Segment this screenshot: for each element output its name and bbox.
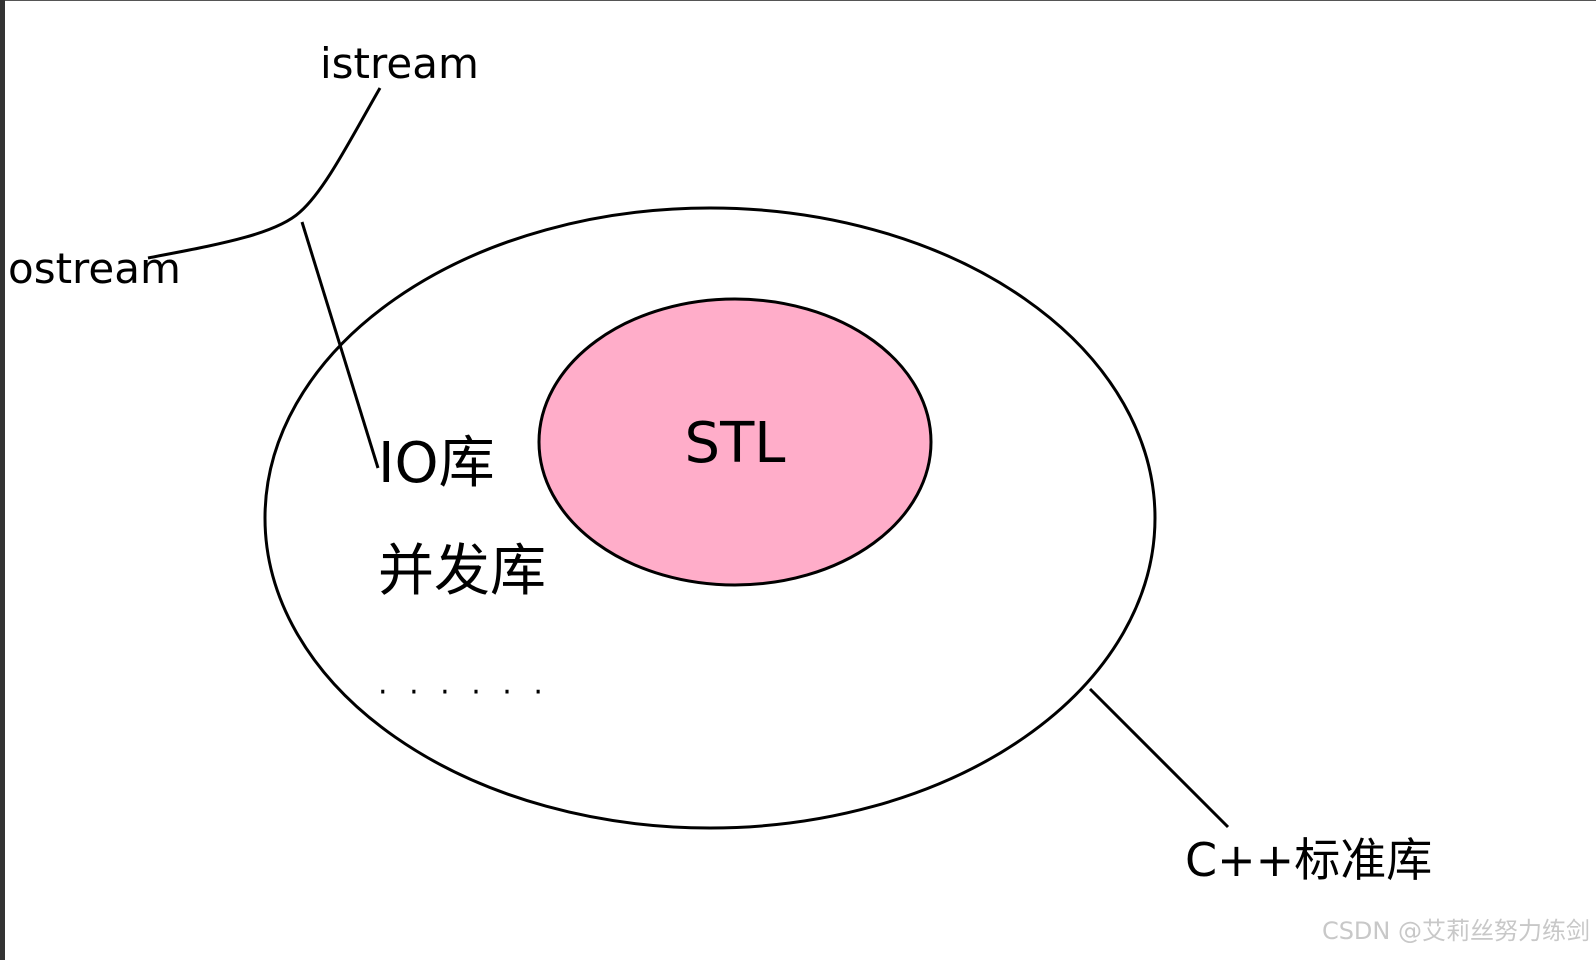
- window-top-border: [0, 0, 1596, 1]
- cpp-standard-library-label: C++标准库: [1185, 833, 1432, 887]
- concurrency-library-label: 并发库: [378, 539, 546, 604]
- window-left-border: [0, 0, 5, 960]
- istream-ostream-branch-line: [147, 87, 382, 260]
- io-library-pointer-line: [300, 221, 380, 469]
- istream-label: istream: [320, 39, 479, 88]
- ellipsis-label: · · · · · ·: [378, 675, 549, 710]
- cpp-standard-library-ellipse: [263, 206, 1157, 830]
- cpp-standard-library-pointer-line: [1088, 687, 1230, 829]
- stl-label: STL: [685, 411, 786, 476]
- io-library-label: IO库: [378, 431, 495, 496]
- csdn-watermark: CSDN @艾莉丝努力练剑: [1321, 917, 1590, 945]
- stl-ellipse: [537, 297, 933, 587]
- ostream-label: ostream: [8, 244, 181, 293]
